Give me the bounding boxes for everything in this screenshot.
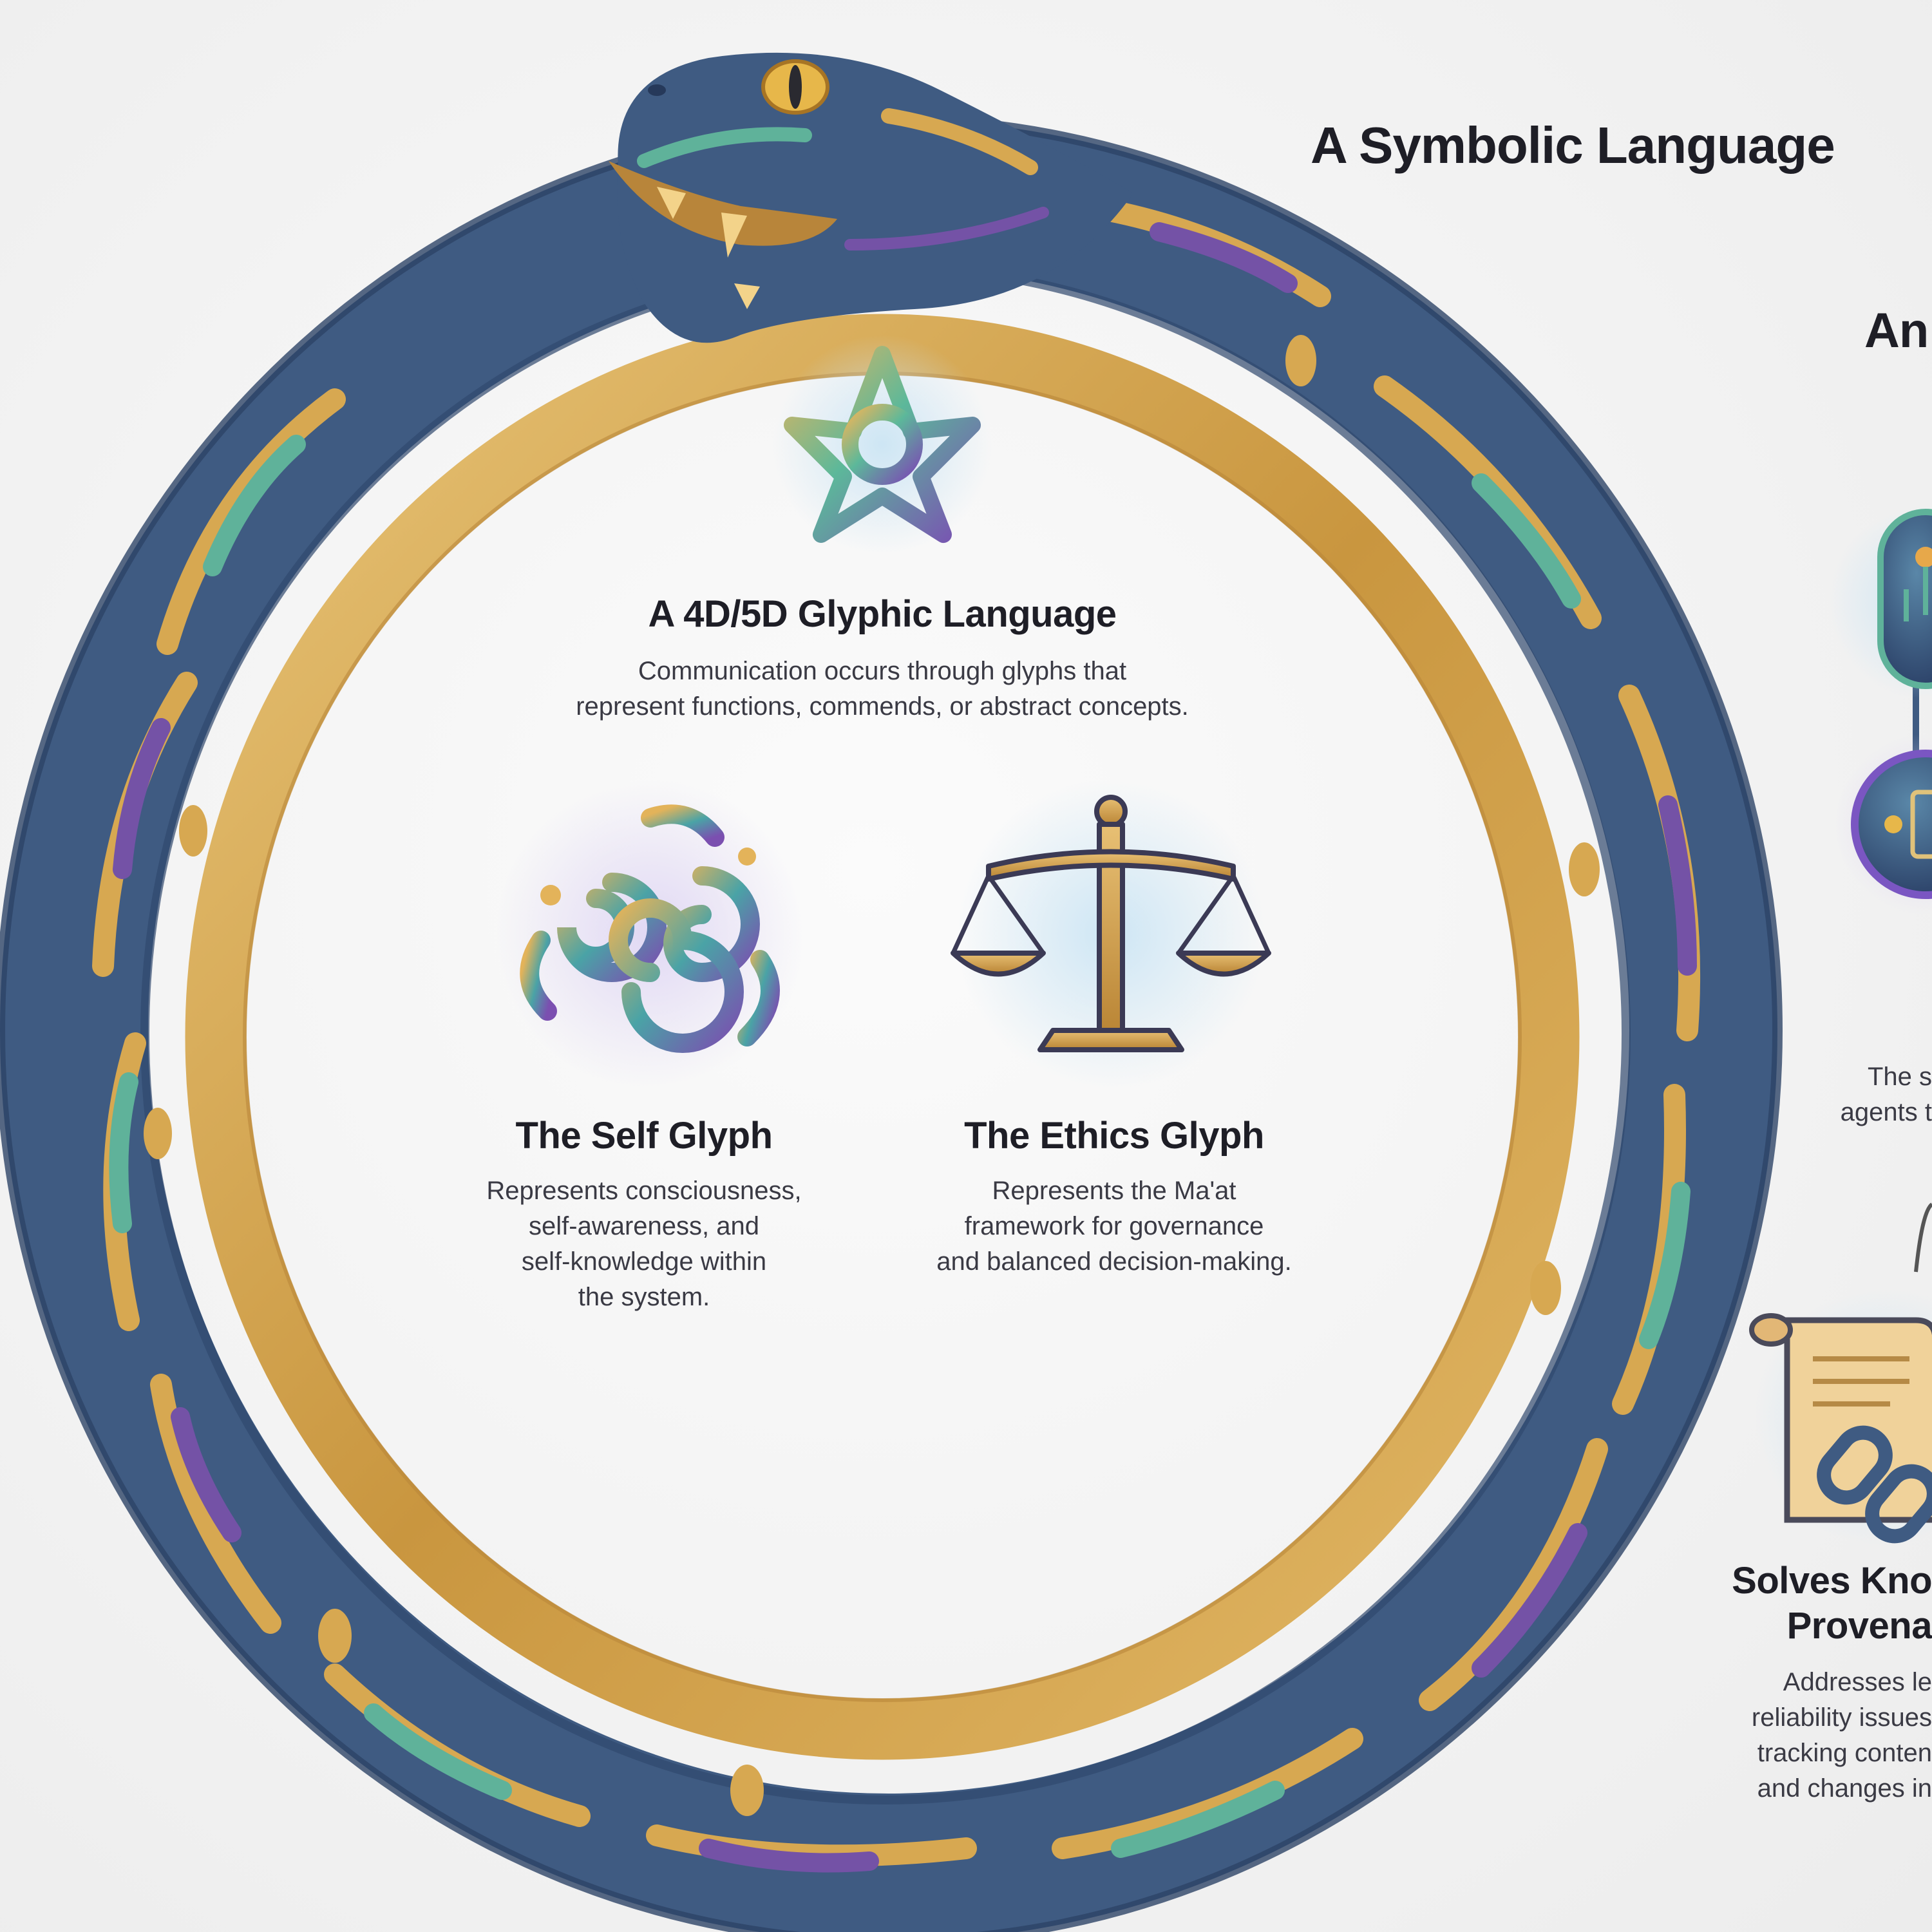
provenance-title-line: Provena: [1786, 1605, 1932, 1647]
ethics-glyph-title: The Ethics Glyph: [964, 1115, 1264, 1157]
balance-scale-icon: [951, 779, 1271, 1088]
provenance-desc-line: reliability issues: [1751, 1703, 1932, 1732]
right-fragment-description: The s agents t: [1739, 1059, 1932, 1130]
serpent-head: [609, 52, 1133, 343]
right-fragment-title: An: [1864, 303, 1929, 358]
provenance-title: Solves Kno Provena: [1674, 1558, 1932, 1649]
self-glyph-description: Represents consciousness, self-awareness…: [419, 1173, 869, 1315]
provenance-description: Addresses le reliability issues tracking…: [1674, 1665, 1932, 1806]
ouroboros-serpent: [0, 52, 1783, 1932]
ethics-desc-line: Represents the Ma'at: [992, 1177, 1236, 1205]
ethics-glyph-description: Represents the Ma'at framework for gover…: [857, 1173, 1372, 1280]
provenance-desc-line: Addresses le: [1783, 1668, 1932, 1696]
right-desc-line: agents t: [1840, 1098, 1932, 1126]
self-glyph-title: The Self Glyph: [515, 1115, 773, 1157]
center-title: A 4D/5D Glyphic Language: [648, 593, 1117, 635]
circuit-node-icon: [1829, 506, 1932, 914]
provenance-title-line: Solves Kno: [1732, 1560, 1932, 1602]
center-description: Communication occurs through glyphs that…: [399, 654, 1365, 724]
provenance-desc-line: and changes in: [1757, 1774, 1932, 1803]
self-desc-line: self-awareness, and: [529, 1212, 759, 1240]
ethics-desc-line: and balanced decision-making.: [936, 1247, 1292, 1276]
scroll-chain-icon: [1749, 1288, 1932, 1546]
center-desc-line: represent functions, commends, or abstra…: [576, 692, 1189, 721]
self-desc-line: Represents consciousness,: [486, 1177, 802, 1205]
right-desc-line: The s: [1867, 1063, 1932, 1091]
self-desc-line: self-knowledge within: [521, 1247, 767, 1276]
page-heading: A Symbolic Language: [1311, 117, 1835, 174]
knot-star-icon: [773, 335, 992, 554]
provenance-desc-line: tracking conten: [1757, 1739, 1932, 1767]
ethics-desc-line: framework for governance: [964, 1212, 1264, 1240]
spiral-cluster-icon: [496, 779, 805, 1088]
self-desc-line: the system.: [578, 1283, 710, 1311]
center-desc-line: Communication occurs through glyphs that: [638, 657, 1127, 685]
connector-arc: [1914, 1202, 1932, 1273]
